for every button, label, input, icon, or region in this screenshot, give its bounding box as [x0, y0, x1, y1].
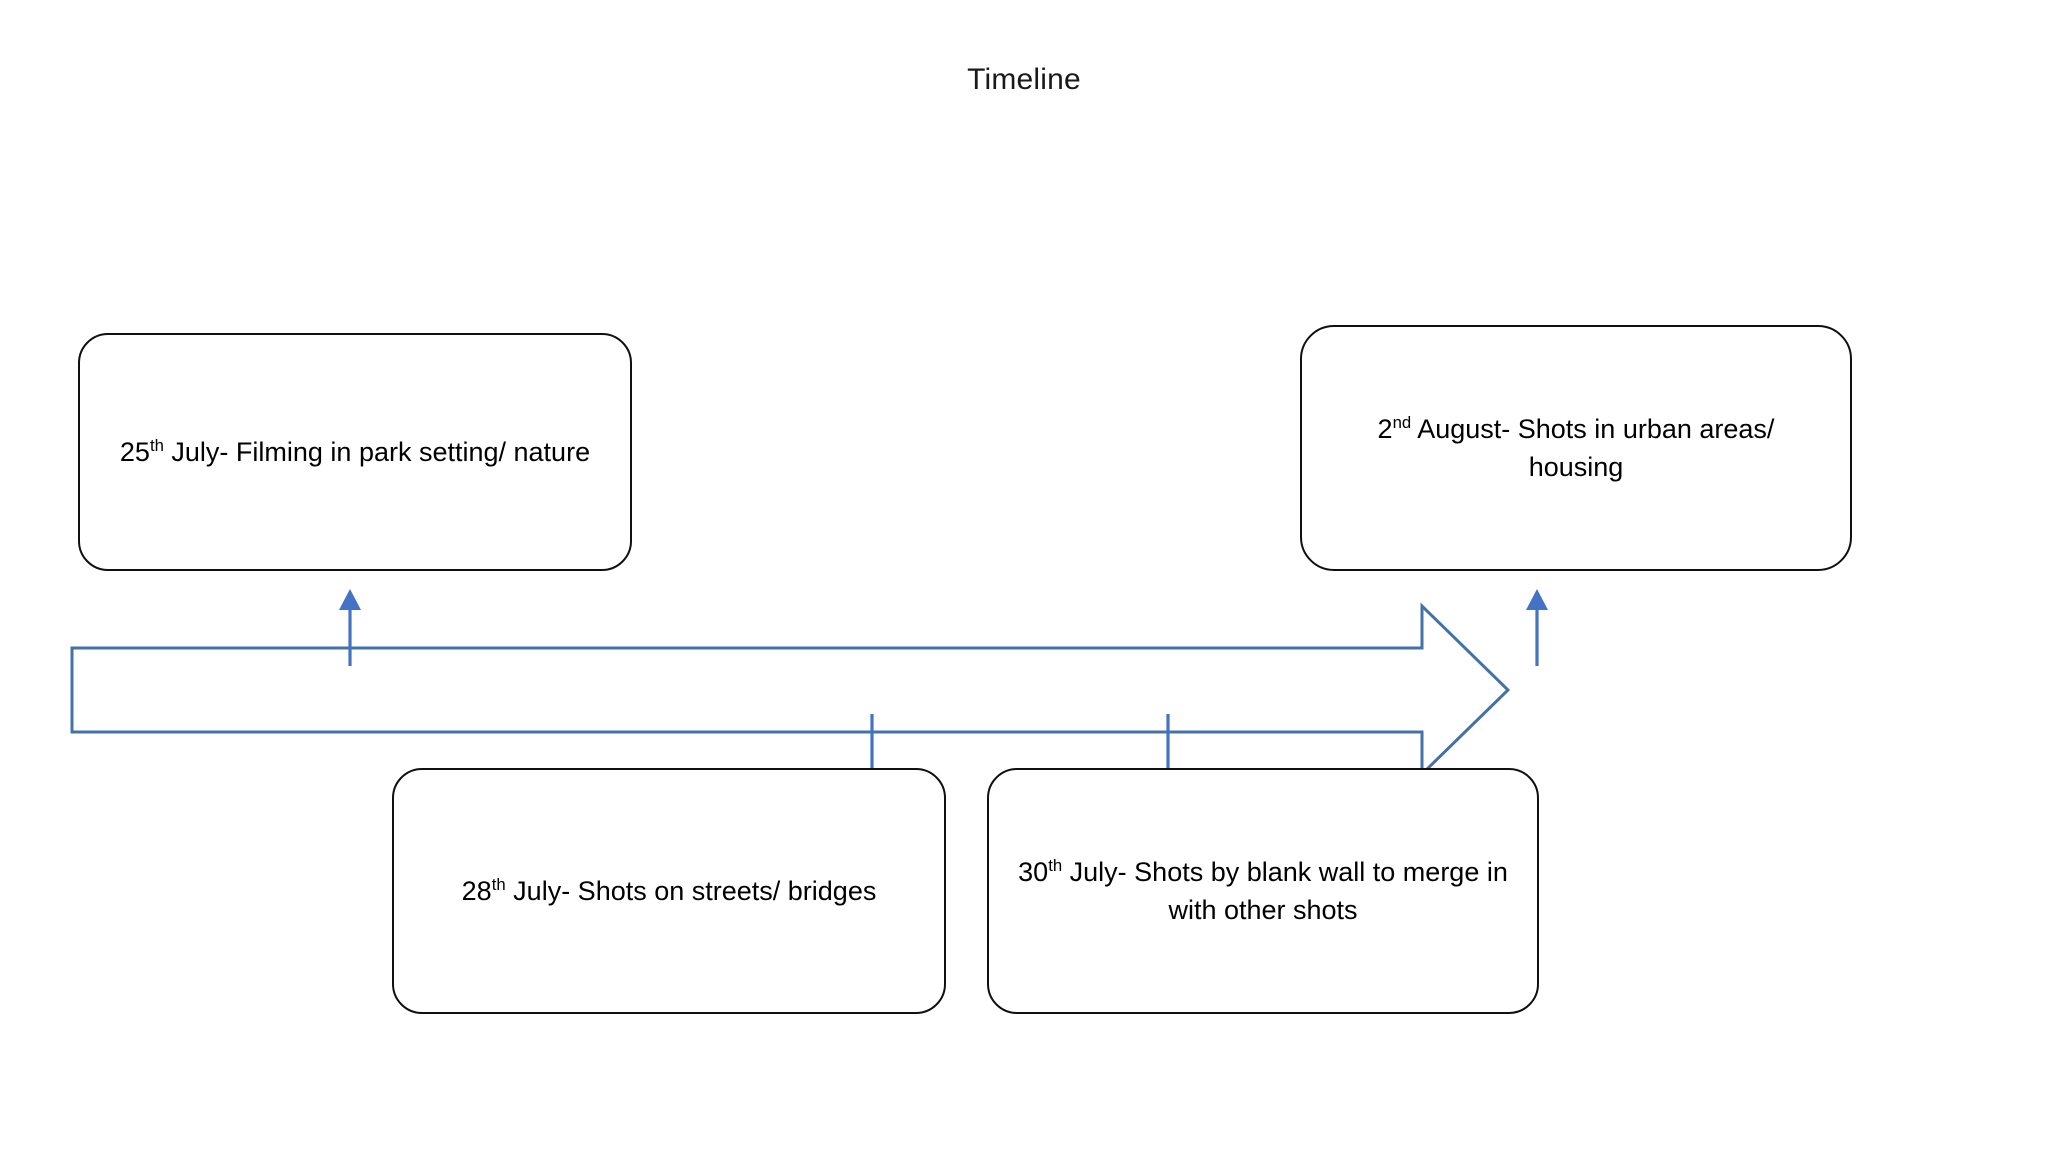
event-day-3: 30 [1018, 857, 1049, 887]
timeline-block-arrow [70, 600, 1990, 780]
event-rest-4: August- Shots in urban areas/ housing [1411, 414, 1775, 482]
event-ordinal-1: th [149, 436, 164, 455]
connector-arrow-up-event-4 [1517, 588, 1557, 666]
event-day-4: 2 [1377, 414, 1393, 444]
timeline-event-label-1: 25th July- Filming in park setting/ natu… [120, 433, 590, 471]
event-ordinal-4: nd [1392, 413, 1412, 432]
event-ordinal-3: th [1048, 856, 1063, 875]
timeline-event-label-2: 28th July- Shots on streets/ bridges [462, 872, 877, 910]
arrow-up-icon [339, 589, 361, 666]
event-ordinal-2: th [491, 875, 506, 894]
event-day-1: 25 [119, 437, 150, 467]
timeline-event-label-3: 30th July- Shots by blank wall to merge … [1015, 853, 1511, 929]
event-rest-1: July- Filming in park setting/ nature [163, 437, 591, 467]
event-day-2: 28 [461, 876, 492, 906]
connector-arrow-up-event-1 [330, 588, 370, 666]
page-title: Timeline [967, 63, 1081, 96]
block-arrow-outline [70, 602, 1511, 778]
timeline-event-label-4: 2nd August- Shots in urban areas/ housin… [1328, 410, 1824, 486]
timeline-event-box-2[interactable]: 28th July- Shots on streets/ bridges [392, 768, 946, 1014]
timeline-event-box-1[interactable]: 25th July- Filming in park setting/ natu… [78, 333, 632, 571]
timeline-event-box-4[interactable]: 2nd August- Shots in urban areas/ housin… [1300, 325, 1852, 571]
event-rest-2: July- Shots on streets/ bridges [505, 876, 877, 906]
timeline-arrow-shape [70, 602, 1511, 778]
arrow-up-icon [1526, 589, 1548, 666]
timeline-event-box-3[interactable]: 30th July- Shots by blank wall to merge … [987, 768, 1539, 1014]
event-rest-3: July- Shots by blank wall to merge in wi… [1062, 857, 1508, 925]
